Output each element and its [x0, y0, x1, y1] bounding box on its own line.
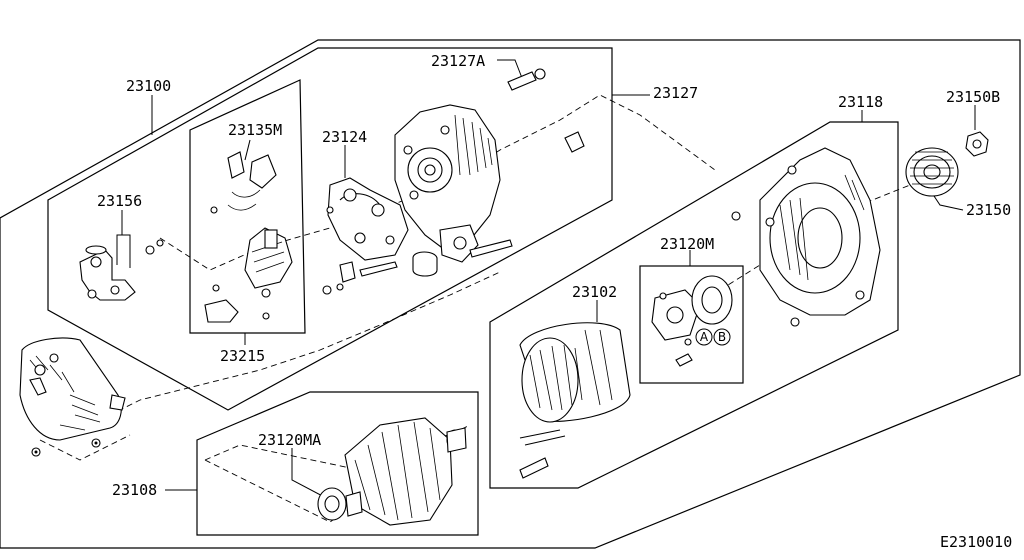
terminal-23156	[79, 239, 164, 301]
leader-lines	[116, 59, 976, 501]
label-23150b: 23150B	[946, 88, 1000, 106]
front-housing-23118	[731, 147, 881, 327]
label-23124: 23124	[322, 128, 367, 146]
label-23150: 23150	[966, 201, 1011, 219]
callout-b: B	[713, 328, 731, 346]
label-23156: 23156	[97, 192, 142, 210]
bearing-frame	[639, 265, 744, 384]
alignment-line-cover	[39, 434, 131, 461]
label-23108: 23108	[112, 481, 157, 499]
label-23127a: 23127A	[431, 52, 485, 70]
alignment-line-mid	[99, 271, 501, 421]
pulley-23150	[905, 147, 959, 197]
rotor-frame	[196, 391, 479, 536]
rear-cover	[19, 337, 126, 457]
bearing-23120m	[651, 275, 733, 367]
label-23135m: 23135M	[228, 121, 282, 139]
rear-housing-23127	[394, 68, 585, 263]
label-23102: 23102	[572, 283, 617, 301]
rear-assembly-frame	[47, 47, 613, 411]
regulator-frame	[189, 79, 306, 334]
label-23127: 23127	[653, 84, 698, 102]
brush-holder-23124	[322, 177, 438, 295]
callout-a: A	[695, 328, 713, 346]
label-23118: 23118	[838, 93, 883, 111]
diagram-code: E2310010	[940, 533, 1012, 551]
stator-23102	[519, 322, 631, 479]
outer-frame	[0, 39, 1021, 549]
nut-23150b	[965, 131, 989, 157]
callout-b-label: B	[718, 330, 726, 344]
label-23100: 23100	[126, 77, 171, 95]
callout-a-label: A	[700, 330, 709, 344]
front-assembly-frame	[489, 121, 899, 489]
label-23120ma: 23120MA	[258, 431, 321, 449]
regulator-assembly	[204, 151, 293, 323]
label-23215: 23215	[220, 347, 265, 365]
label-23120m: 23120M	[660, 235, 714, 253]
rotor-23108	[317, 417, 467, 526]
